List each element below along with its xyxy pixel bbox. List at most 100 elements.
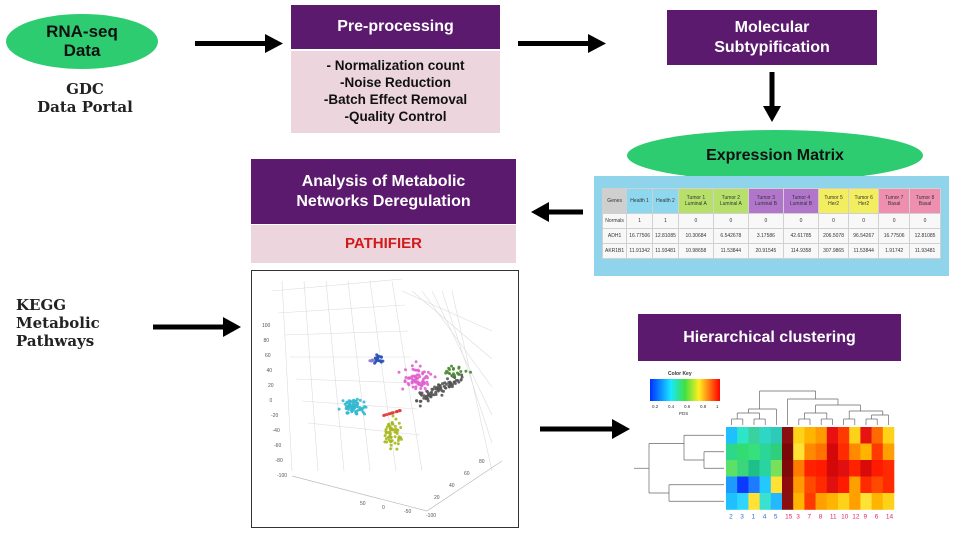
grid-line [411, 290, 493, 360]
grid-line [441, 290, 493, 444]
gdc-line1: GDC [66, 80, 104, 98]
expression-cell: 10.98658 [677, 243, 714, 259]
molecular-subtypification: Molecular Subtypification [667, 10, 877, 65]
expression-cell: 11.93481 [652, 243, 679, 259]
rnaseq-data-node: RNA-seq Data [6, 14, 158, 69]
heatmap-cell [882, 427, 895, 444]
scatter-point [456, 379, 460, 382]
scatter-point [355, 404, 359, 408]
scatter-point [452, 372, 455, 376]
y-tick-label: 20 [434, 495, 440, 501]
heatmap-cell [782, 427, 794, 444]
scatter-point [403, 379, 407, 383]
preprocessing-step: -Batch Effect Removal [323, 92, 468, 107]
heatmap-cell [838, 476, 850, 494]
heatmap-cell [726, 427, 738, 444]
scatter-point [384, 431, 388, 435]
heatmap-cell [770, 443, 783, 461]
expression-cell: 12.81085 [652, 228, 679, 244]
scatter-point [389, 439, 393, 443]
scatter-point [347, 402, 351, 406]
analysis-metabolic-title: Analysis of Metabolic Networks Deregulat… [251, 159, 516, 224]
heatmap-cell [782, 443, 794, 461]
heatmap-col-label: 5 [774, 514, 778, 521]
scatter-point [452, 380, 456, 384]
expression-cell: 96.54267 [848, 228, 880, 244]
scatter-point [437, 383, 440, 387]
heatmap-cell [793, 476, 805, 494]
expression-cell: 1 [652, 213, 679, 229]
analysis-line2: Networks Deregulation [296, 192, 471, 210]
expression-cell: 11.53844 [848, 243, 880, 259]
scatter-point [381, 359, 385, 363]
scatter-point [396, 442, 400, 446]
scatter-point [411, 367, 415, 371]
expression-header-cell: Tumor 5 Her2 [817, 188, 850, 214]
x-tick-label: -100 [426, 513, 436, 519]
heatmap-col-label: 2 [729, 514, 733, 521]
molecular-line2: Subtypification [714, 38, 830, 56]
expression-cell: 0 [848, 213, 880, 229]
scatter-point [382, 413, 386, 417]
color-key-tick: 0.2 [652, 404, 659, 409]
heatmap-col-label: 10 [841, 514, 849, 521]
scatter-point [410, 364, 414, 368]
color-key-tick: 0.6 [684, 404, 691, 409]
heatmap-col-label: 7 [808, 514, 812, 521]
scatter-point [414, 385, 418, 389]
scatter-point [372, 358, 376, 362]
scatter-point [460, 373, 464, 377]
heatmap-cell [759, 460, 772, 477]
heatmap-cell [871, 476, 884, 494]
scatter-point [421, 372, 425, 376]
preprocessing-step: -Quality Control [344, 108, 447, 124]
heatmap-cell [793, 460, 805, 477]
gdc-data-portal-label: GDC Data Portal [10, 80, 160, 116]
expression-header-cell: Health 2 [652, 188, 679, 214]
heatmap-col-label: 3 [740, 514, 744, 521]
scatter-point [395, 430, 399, 434]
heatmap-cell [860, 476, 872, 494]
scatter-point [422, 394, 426, 398]
heatmap-cell [748, 443, 760, 461]
scatter-point [355, 397, 359, 401]
scatter-point [445, 369, 449, 373]
heatmap-cell [770, 460, 783, 477]
scatter-point [423, 382, 426, 385]
heatmap-cell [826, 493, 839, 510]
heatmap-cell [860, 427, 872, 444]
scatter-point [420, 381, 424, 385]
scatter-point [421, 377, 425, 381]
expression-header-cell: Tumor 1 Luminal A [677, 188, 714, 214]
scatter-point [418, 364, 422, 368]
z-tick-label: -80 [276, 458, 283, 464]
arrow-kegg-to-scatter [153, 317, 241, 337]
scatter-point [457, 365, 461, 369]
heatmap-cell [871, 443, 884, 461]
expression-cell: 0 [878, 213, 911, 229]
expression-header-cell: Tumor 3 Luminal B [747, 188, 784, 214]
scatter-point [469, 370, 472, 374]
scatter-point [354, 411, 358, 414]
heatmap-col-label: 11 [830, 514, 837, 521]
heatmap-cell [860, 460, 872, 477]
scatter-point [425, 390, 429, 393]
heatmap-cell [793, 443, 805, 461]
analysis-line1: Analysis of Metabolic [301, 173, 466, 191]
scatter-point [434, 387, 438, 391]
heatmap-cell [860, 443, 872, 461]
expression-header-cell: Tumor 6 Her2 [848, 188, 880, 214]
scatter-point [352, 398, 356, 402]
scatter-point [446, 377, 449, 381]
z-tick-label: -100 [277, 473, 287, 479]
heatmap-col-label: 3 [796, 514, 800, 521]
heatmap-cell [782, 476, 794, 494]
heatmap-cell [782, 460, 794, 477]
heatmap-cell [849, 493, 861, 510]
expression-cell: ADH1 [601, 228, 628, 244]
expression-cell: 3.17586 [747, 228, 784, 244]
scatter-point [399, 426, 403, 429]
heatmap-cell [737, 443, 749, 461]
scatter-point [449, 381, 453, 385]
